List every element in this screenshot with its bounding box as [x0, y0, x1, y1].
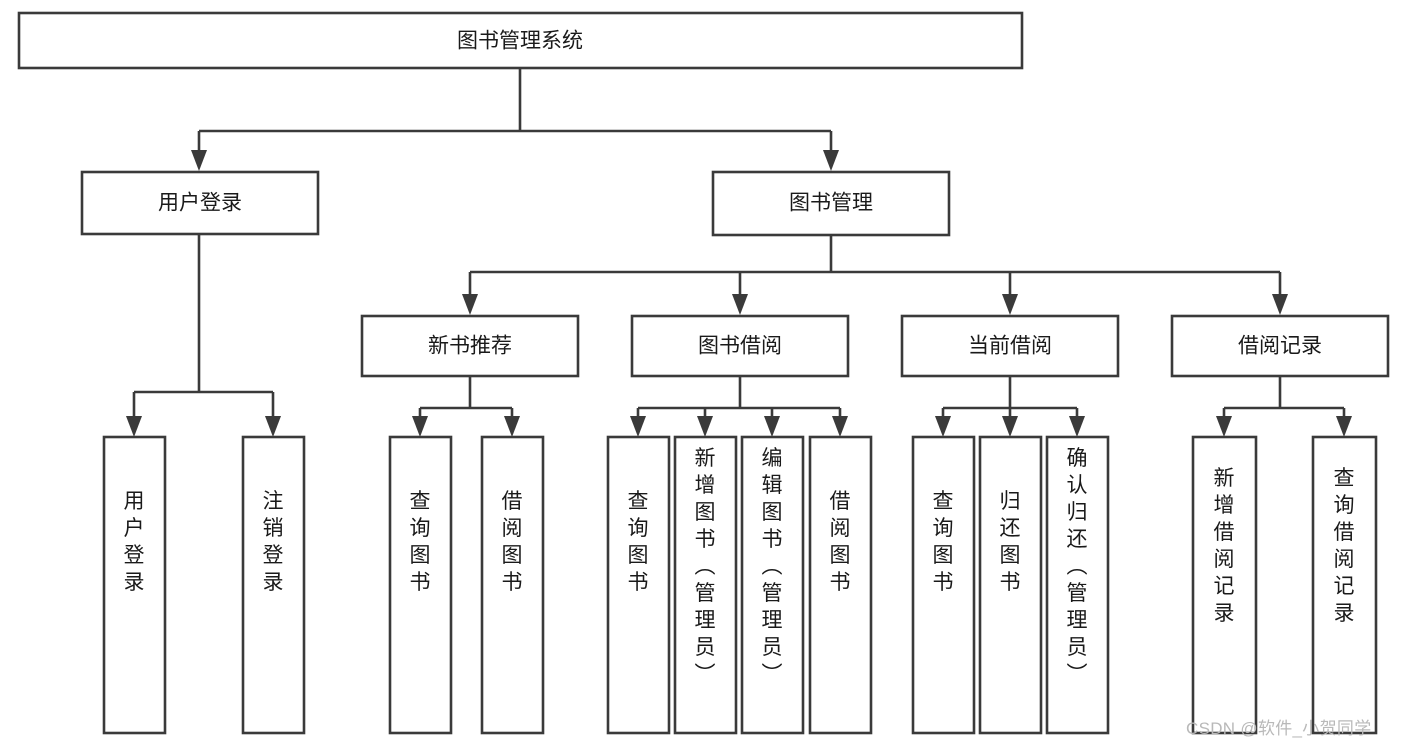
leaf-query-book-2[interactable]: 查询图书	[606, 435, 671, 735]
leaf-borrow-book-2-label: 借阅图书	[830, 490, 851, 594]
connector-group-user-login	[126, 234, 281, 437]
leaf-borrow-book-2[interactable]: 借阅图书	[808, 435, 873, 735]
node-user-login[interactable]: 用户登录	[80, 170, 320, 236]
connector-group-book-manage	[462, 236, 1288, 315]
leaf-confirm-return[interactable]: 确认归还︵管理员︶	[1045, 435, 1110, 735]
node-root-box[interactable]	[17, 11, 1024, 70]
arrow-head-user-login	[191, 150, 207, 171]
arrow-head-leaf-return-book	[1002, 416, 1018, 437]
leaf-add-record[interactable]: 新增借阅记录	[1191, 435, 1258, 735]
leaf-add-book-label: 新增图书︵管理员︶	[695, 447, 716, 686]
leaf-add-record-label: 新增借阅记录	[1214, 467, 1235, 625]
leaf-query-book-2-box[interactable]	[606, 435, 671, 735]
arrow-head-leaf-query-book-2	[630, 416, 646, 437]
node-book-manage-box[interactable]	[711, 170, 951, 237]
leaf-query-book-3[interactable]: 查询图书	[911, 435, 976, 735]
node-book-borrow-box[interactable]	[630, 314, 850, 378]
arrow-head-book-borrow	[732, 294, 748, 315]
connector-group-new-book-recommend	[412, 377, 520, 437]
connector-group-borrow-record	[1216, 377, 1352, 437]
node-book-borrow-label: 图书借阅	[698, 335, 782, 358]
connector-group-book-borrow	[630, 377, 848, 437]
node-borrow-record[interactable]: 借阅记录	[1170, 314, 1390, 378]
arrow-head-leaf-add-book	[697, 416, 713, 437]
leaf-query-book-3-box[interactable]	[911, 435, 976, 735]
arrow-head-leaf-add-record	[1216, 416, 1232, 437]
leaf-return-book-box[interactable]	[978, 435, 1043, 735]
node-user-login-box[interactable]	[80, 170, 320, 236]
leaf-borrow-book-1-box[interactable]	[480, 435, 545, 735]
leaf-logout-login[interactable]: 注销登录	[241, 435, 306, 735]
arrow-head-leaf-query-record	[1336, 416, 1352, 437]
node-new-book-recommend-box[interactable]	[360, 314, 580, 378]
leaf-query-book-1[interactable]: 查询图书	[388, 435, 453, 735]
leaf-return-book-label: 归还图书	[1000, 490, 1021, 594]
arrow-head-leaf-query-book-1	[412, 416, 428, 437]
leaf-query-book-3-label: 查询图书	[933, 490, 954, 594]
node-new-book-recommend[interactable]: 新书推荐	[360, 314, 580, 378]
leaf-user-login[interactable]: 用户登录	[102, 435, 167, 735]
leaf-edit-book-box[interactable]	[740, 435, 805, 735]
node-borrow-record-label: 借阅记录	[1238, 335, 1322, 358]
leaf-confirm-return-label: 确认归还︵管理员︶	[1067, 447, 1088, 686]
leaf-confirm-return-box[interactable]	[1045, 435, 1110, 735]
leaf-add-book-box[interactable]	[673, 435, 738, 735]
leaf-query-book-2-label: 查询图书	[628, 490, 649, 594]
node-book-manage[interactable]: 图书管理	[711, 170, 951, 237]
leaf-add-record-box[interactable]	[1191, 435, 1258, 735]
arrow-head-leaf-confirm-return	[1069, 416, 1085, 437]
node-book-borrow[interactable]: 图书借阅	[630, 314, 850, 378]
node-current-borrow[interactable]: 当前借阅	[900, 314, 1120, 378]
arrow-head-borrow-record	[1272, 294, 1288, 315]
leaf-user-login-label: 用户登录	[124, 490, 145, 594]
node-root-label: 图书管理系统	[457, 30, 583, 53]
node-borrow-record-box[interactable]	[1170, 314, 1390, 378]
node-current-borrow-label: 当前借阅	[968, 335, 1052, 358]
leaf-user-login-box[interactable]	[102, 435, 167, 735]
arrow-head-new-book-recommend	[462, 294, 478, 315]
leaf-query-book-1-label: 查询图书	[410, 490, 431, 594]
leaf-borrow-book-1-label: 借阅图书	[502, 490, 523, 594]
leaf-add-book[interactable]: 新增图书︵管理员︶	[673, 435, 738, 735]
node-current-borrow-box[interactable]	[900, 314, 1120, 378]
leaf-query-record-box[interactable]	[1311, 435, 1378, 735]
leaf-edit-book-label: 编辑图书︵管理员︶	[762, 447, 783, 686]
arrow-head-leaf-borrow-book-2	[832, 416, 848, 437]
arrow-head-leaf-logout-login	[265, 416, 281, 437]
leaf-edit-book[interactable]: 编辑图书︵管理员︶	[740, 435, 805, 735]
arrow-head-leaf-edit-book	[764, 416, 780, 437]
node-root[interactable]: 图书管理系统	[17, 11, 1024, 70]
arrow-head-leaf-user-login	[126, 416, 142, 437]
leaf-query-record[interactable]: 查询借阅记录	[1311, 435, 1378, 735]
leaf-return-book[interactable]: 归还图书	[978, 435, 1043, 735]
arrow-head-leaf-query-book-3	[935, 416, 951, 437]
node-book-manage-label: 图书管理	[789, 192, 873, 215]
arrow-head-book-manage	[823, 150, 839, 171]
connector-group-current-borrow	[935, 377, 1085, 437]
node-new-book-recommend-label: 新书推荐	[428, 335, 512, 358]
arrow-head-leaf-borrow-book-1	[504, 416, 520, 437]
leaf-logout-login-label: 注销登录	[263, 490, 284, 594]
leaf-logout-login-box[interactable]	[241, 435, 306, 735]
leaf-borrow-book-1[interactable]: 借阅图书	[480, 435, 545, 735]
leaf-query-record-label: 查询借阅记录	[1334, 467, 1355, 625]
leaf-query-book-1-box[interactable]	[388, 435, 453, 735]
leaf-borrow-book-2-box[interactable]	[808, 435, 873, 735]
arrow-head-current-borrow	[1002, 294, 1018, 315]
node-user-login-label: 用户登录	[158, 192, 242, 215]
connector-group-root	[191, 69, 839, 171]
